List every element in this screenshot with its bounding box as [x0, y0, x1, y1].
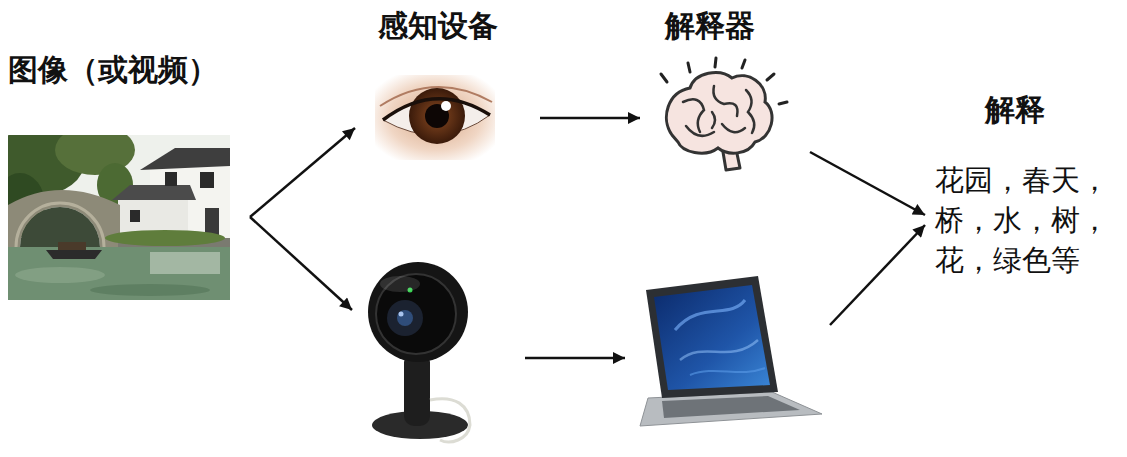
arrow-connector [830, 225, 925, 325]
camera-picture [368, 262, 470, 442]
brain-icon-part-part [688, 63, 690, 72]
water-town-photo-part [150, 252, 220, 274]
camera-picture-part [387, 300, 423, 336]
water-town-photo [8, 135, 230, 300]
node-heading: 图像（或视频） [8, 52, 218, 88]
brain-icon-part [683, 86, 754, 136]
camera-picture-part [399, 312, 404, 317]
brain-icon-part [666, 73, 772, 154]
brain-icon-part-part [779, 102, 787, 104]
node-heading: 感知设备 [378, 8, 498, 44]
brain-icon-part-part [686, 126, 714, 136]
camera-picture-part [397, 310, 413, 326]
laptop-picture-part [654, 285, 770, 390]
camera-picture-part [430, 399, 470, 442]
brain-icon-part-part [767, 74, 774, 80]
camera-picture-part [376, 274, 456, 354]
laptop-picture-part [680, 340, 758, 360]
sensor-node: 感知设备 [355, 8, 540, 163]
brain-icon-part-part [715, 58, 716, 67]
brain-icon-part-part [746, 90, 754, 133]
brain-icon [661, 58, 787, 170]
laptop-picture-part [646, 276, 778, 398]
laptop-picture-part [662, 396, 800, 418]
result-node: 解释花园，春天， 桥，水，树， 花，绿色等 [925, 90, 1122, 290]
brain-icon-part [661, 58, 787, 104]
eye-picture-part [375, 75, 495, 160]
laptop-picture-part [690, 368, 765, 375]
laptop-node [625, 270, 830, 425]
water-town-photo-part [58, 242, 86, 251]
arrow-connector [525, 357, 625, 360]
camera-picture-part [380, 276, 420, 292]
water-town-photo-part [200, 172, 214, 188]
eye-picture [375, 75, 495, 160]
arrow-connector [810, 152, 925, 215]
water-town-photo-part [130, 210, 140, 222]
brain-icon-part-part [661, 74, 667, 82]
camera-picture-part [404, 352, 430, 426]
eye-picture-part [441, 101, 451, 111]
interpreter-node: 解释器 [640, 8, 810, 178]
arrow-connector [250, 217, 352, 310]
arrow-connector [250, 128, 355, 217]
water-town-photo-part [15, 267, 105, 283]
water-town-photo-part [165, 172, 177, 186]
brain-icon-part-part [722, 124, 745, 132]
brain-icon-part-part [713, 86, 737, 116]
eye-picture-part [383, 99, 490, 120]
node-heading: 解释 [985, 92, 1045, 128]
node-heading: 解释器 [665, 8, 755, 44]
camera-picture-part [368, 262, 468, 362]
water-town-photo-part [8, 247, 230, 300]
laptop-picture [640, 276, 822, 426]
eye-picture-part [409, 88, 465, 144]
water-town-photo-part [46, 250, 102, 259]
arrow-connector [540, 117, 640, 120]
water-town-photo-part [112, 185, 196, 200]
water-town-photo-part [140, 148, 230, 170]
water-town-photo-part [90, 284, 210, 296]
node-body-text: 花园，春天， 桥，水，树， 花，绿色等 [935, 160, 1115, 280]
laptop-picture-part [675, 300, 745, 330]
water-town-photo-part [16, 203, 104, 247]
image-node: 图像（或视频） [8, 50, 250, 302]
camera-node [352, 250, 525, 445]
brain-icon-part-part [742, 60, 745, 68]
water-town-photo-part [105, 230, 225, 246]
water-town-photo-part [8, 190, 120, 247]
brain-icon-part-part [712, 112, 715, 128]
